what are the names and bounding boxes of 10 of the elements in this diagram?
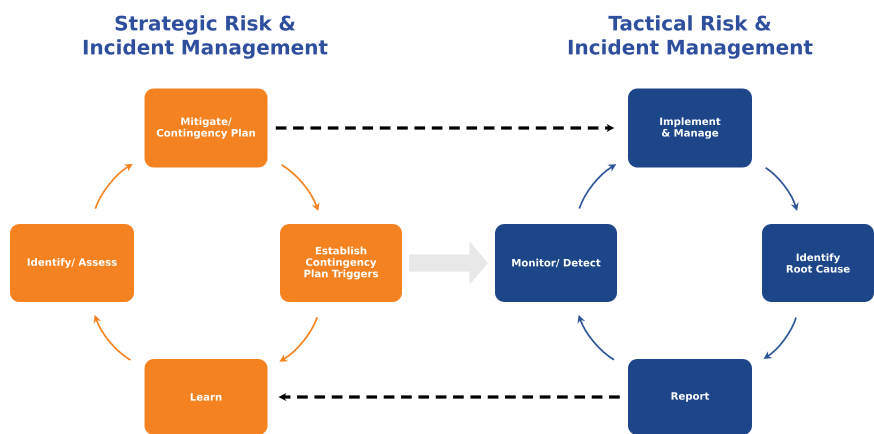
heading: Tactical Risk & Incident Management	[568, 15, 813, 59]
process-box: Learn	[144, 359, 268, 434]
process-box: Report	[628, 359, 752, 434]
heading: Strategic Risk & Incident Management	[84, 15, 328, 59]
process-box: Implement & Manage	[628, 88, 752, 168]
process-box: Establish Contingency Plan Triggers	[280, 224, 402, 302]
process-box: Identify/ Assess	[10, 224, 134, 302]
process-box: Monitor/ Detect	[495, 224, 617, 302]
process-box: Identify Root Cause	[762, 224, 874, 302]
process-box: Mitigate/ Contingency Plan	[144, 88, 268, 168]
